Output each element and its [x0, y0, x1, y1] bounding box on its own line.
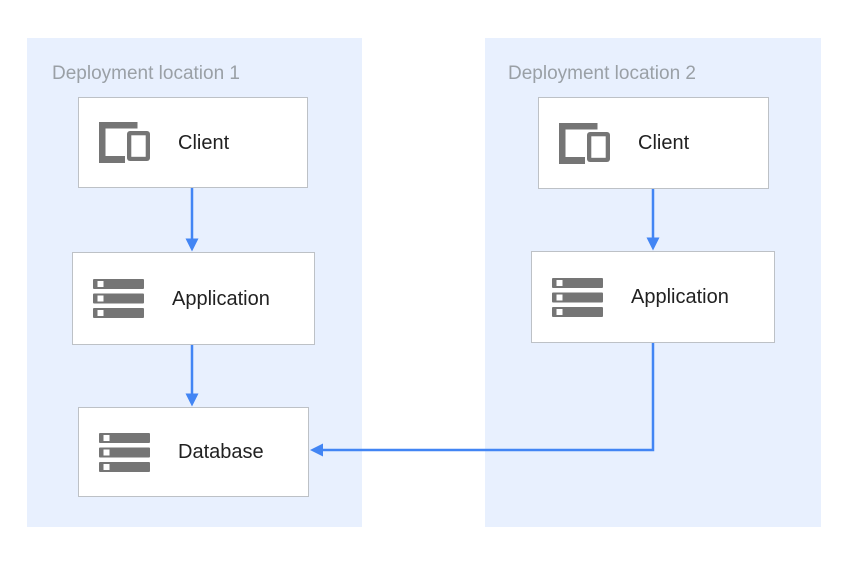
devices-icon [99, 122, 150, 163]
node-application-2: Application [531, 251, 775, 343]
node-label: Application [631, 286, 729, 308]
zone-title-1: Deployment location 1 [52, 63, 240, 84]
node-label: Application [172, 287, 270, 310]
node-label: Database [178, 441, 264, 463]
node-application-1: Application [72, 252, 315, 345]
node-database-1: Database [78, 407, 309, 497]
zone-title-2: Deployment location 2 [508, 63, 696, 84]
node-label: Client [638, 132, 690, 154]
server-stack-icon [93, 279, 144, 318]
devices-icon [559, 122, 610, 164]
server-stack-icon [99, 432, 150, 472]
server-stack-icon [552, 277, 603, 317]
node-client-1: Client [78, 97, 308, 188]
node-client-2: Client [538, 97, 769, 189]
node-label: Client [178, 131, 230, 154]
